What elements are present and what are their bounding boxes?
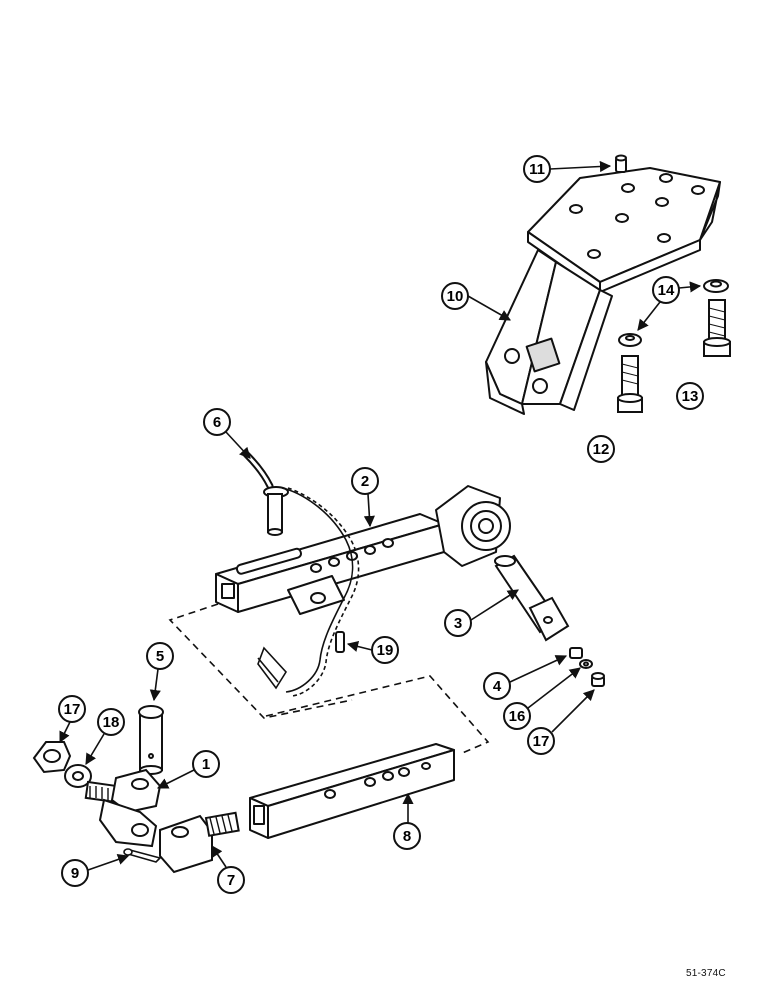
callout-6: 6 — [203, 408, 251, 459]
callout-17-left: 17 — [58, 695, 86, 744]
washer-part — [618, 279, 729, 347]
callout-17-right: 17 — [527, 689, 595, 755]
assembly-dashed-lines — [168, 603, 490, 755]
svg-text:14: 14 — [658, 282, 675, 299]
svg-text:8: 8 — [403, 828, 411, 845]
extension-tube-part — [249, 743, 455, 839]
nut-part — [32, 741, 72, 774]
clevis-part — [159, 811, 240, 874]
svg-text:9: 9 — [71, 865, 79, 882]
pin-part — [494, 554, 570, 642]
svg-text:19: 19 — [377, 642, 394, 659]
small-parts-right — [569, 647, 605, 687]
callout-11: 11 — [523, 155, 612, 183]
callout-18: 18 — [85, 708, 125, 765]
svg-text:10: 10 — [447, 288, 464, 305]
svg-text:12: 12 — [593, 441, 610, 458]
callout-2: 2 — [351, 467, 379, 528]
svg-text:2: 2 — [361, 473, 369, 490]
svg-text:13: 13 — [682, 388, 699, 405]
bolt-part — [703, 299, 731, 357]
callout-14: 14 — [637, 276, 702, 331]
reference-code: 51-374C — [686, 968, 726, 979]
svg-text:3: 3 — [454, 615, 462, 632]
bracket-part — [485, 167, 721, 415]
callout-12: 12 — [587, 435, 615, 463]
callout-10: 10 — [441, 282, 511, 321]
callout-9: 9 — [61, 854, 130, 887]
svg-text:7: 7 — [227, 872, 235, 889]
washer-part — [64, 764, 92, 788]
svg-text:11: 11 — [529, 161, 545, 178]
callout-19: 19 — [346, 636, 399, 664]
roll-pin-part — [615, 154, 627, 173]
svg-text:1: 1 — [202, 756, 210, 773]
callout-4: 4 — [483, 655, 568, 700]
chain-part — [257, 487, 360, 697]
lynch-pin-part — [242, 450, 289, 536]
clevis-part — [84, 768, 162, 848]
svg-text:18: 18 — [103, 714, 120, 731]
callout-5: 5 — [146, 642, 174, 702]
draw-bar-part — [215, 485, 511, 615]
callout-8: 8 — [393, 792, 421, 850]
callout-1: 1 — [156, 750, 220, 789]
svg-text:17: 17 — [533, 733, 550, 750]
svg-text:4: 4 — [493, 678, 502, 695]
cotter-pin-part — [123, 848, 162, 863]
clevis-pin-part — [138, 705, 164, 775]
callouts: 11 10 14 13 12 6 2 — [58, 155, 704, 894]
bolt-part — [617, 355, 643, 413]
callout-16: 16 — [503, 667, 581, 730]
callout-13: 13 — [676, 382, 704, 410]
svg-text:5: 5 — [156, 648, 164, 665]
svg-text:16: 16 — [509, 708, 526, 725]
callout-7: 7 — [211, 845, 245, 894]
svg-text:17: 17 — [64, 701, 81, 718]
svg-text:6: 6 — [213, 414, 221, 431]
roll-pin-part — [335, 631, 345, 653]
callout-3: 3 — [444, 589, 519, 637]
